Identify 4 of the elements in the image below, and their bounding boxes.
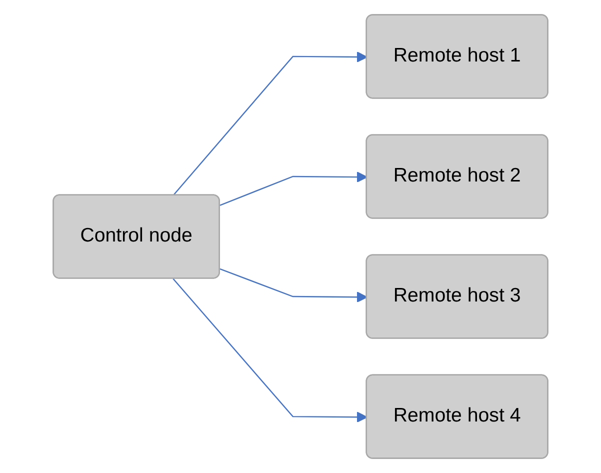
arrow	[220, 268, 368, 302]
arrow	[172, 278, 368, 422]
arrow	[172, 52, 368, 196]
arrow	[220, 172, 368, 206]
